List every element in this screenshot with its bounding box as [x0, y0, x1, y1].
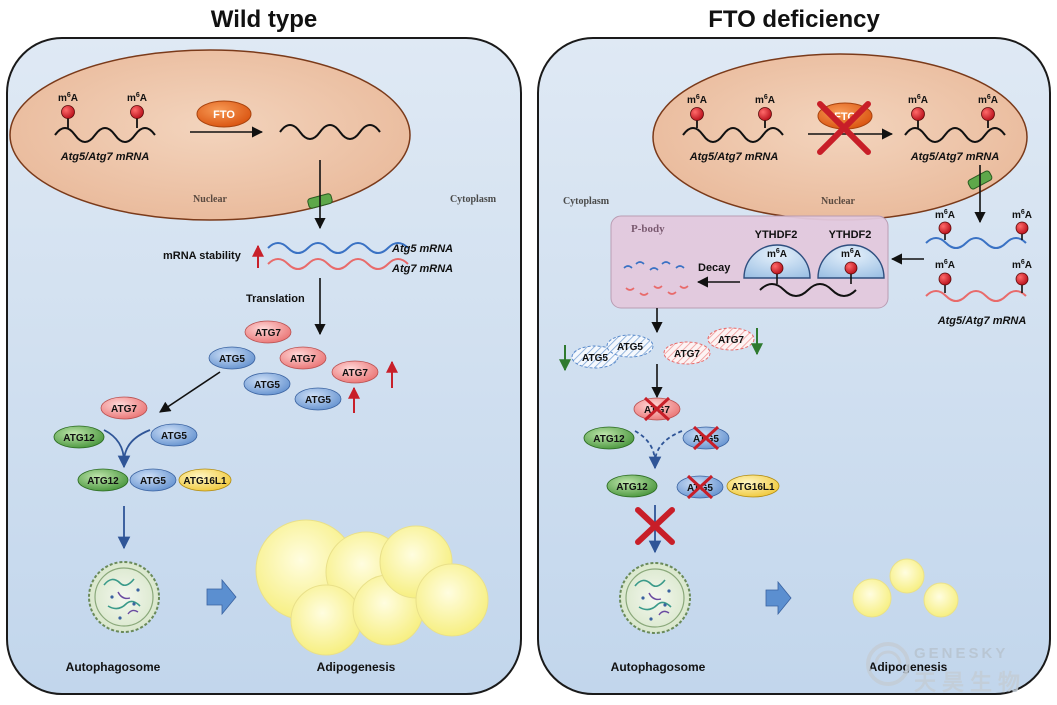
fto-def-mrna-label: Atg5/Atg7 mRNA: [689, 151, 779, 163]
fto-deficiency-title: FTO deficiency: [708, 6, 880, 33]
fto-def-autophagosome: [619, 562, 691, 634]
m6a-mark: [130, 105, 144, 119]
fto-def-nuclear-label: Nuclear: [821, 196, 855, 207]
m6a-label: m6A: [841, 248, 861, 260]
atg7-protein: ATG7: [111, 404, 137, 415]
autophagy-block-cross-icon: [635, 507, 675, 545]
wild-demethylated-mrna: [279, 124, 381, 140]
fto-def-cytoplasm-label: Cytoplasm: [563, 196, 610, 207]
bound-mrna: [759, 283, 857, 297]
wild-autophagosome: [88, 561, 160, 633]
wild-cytoplasm-label: Cytoplasm: [450, 194, 497, 205]
methylated-atg5-mrna: [925, 237, 1027, 249]
m6a-mark: [981, 107, 995, 121]
m6a-mark: [770, 261, 784, 275]
wild-nucleus: [9, 49, 411, 221]
ythdf2-reader: [743, 244, 811, 279]
m6a-label: m6A: [755, 94, 775, 106]
wild-methylated-mrna: [54, 127, 156, 143]
watermark-chinese: 天昊生物: [914, 670, 1026, 695]
ythdf2-reader: [817, 244, 885, 279]
fto-def-progression-arrow: [765, 580, 792, 616]
ythdf2-label: YTHDF2: [829, 229, 872, 241]
atg12-protein: ATG12: [63, 433, 95, 444]
atg7-mrna-label: Atg7 mRNA: [391, 263, 453, 275]
m6a-label: m6A: [908, 94, 928, 106]
fto-def-autophagosome-label: Autophagosome: [611, 660, 706, 674]
atg12-protein: ATG12: [616, 482, 648, 493]
m6a-mark: [911, 107, 925, 121]
wild-mrna-label: Atg5/Atg7 mRNA: [60, 151, 150, 163]
atg7-protein: ATG7: [255, 328, 281, 339]
m6a-mark: [938, 272, 952, 286]
fto-def-methylated-mrna: [682, 127, 784, 143]
atg5-cross-icon: [692, 425, 720, 451]
m6a-mark: [1015, 272, 1029, 286]
atg5-mrna-strand: [267, 242, 409, 254]
degraded-mrna-fragments: [623, 261, 689, 296]
atg5-protein: ATG5: [254, 380, 280, 391]
m6a-mark: [844, 261, 858, 275]
wild-progression-arrow: [206, 578, 237, 616]
atg16l1-protein: ATG16L1: [183, 476, 227, 487]
translation-label: Translation: [246, 293, 305, 305]
m6a-mark: [758, 107, 772, 121]
atg7-protein: ATG7: [342, 368, 368, 379]
atg5-protein-reduced: ATG5: [617, 342, 643, 353]
m6a-label: m6A: [1012, 209, 1032, 221]
atg7-mrna-strand: [267, 258, 409, 270]
m6a-mark: [61, 105, 75, 119]
wild-adipocytes: [255, 519, 489, 656]
m6a-label: m6A: [935, 259, 955, 271]
atg7-protein-reduced: ATG7: [674, 349, 700, 360]
fto-def-mrna-label: Atg5/Atg7 mRNA: [910, 151, 1000, 163]
atg7-protein: ATG7: [290, 354, 316, 365]
watermark-brand: GENESKY: [914, 645, 1008, 662]
m6a-label: m6A: [935, 209, 955, 221]
atg5-protein: ATG5: [161, 431, 187, 442]
wild-autophagosome-label: Autophagosome: [66, 660, 161, 674]
m6a-label: m6A: [978, 94, 998, 106]
fto-def-cyto-mrna-label: Atg5/Atg7 mRNA: [937, 315, 1027, 327]
methylated-atg7-mrna: [925, 290, 1027, 302]
fto-def-methylated-mrna: [904, 127, 1006, 143]
wild-type-title: Wild type: [211, 6, 317, 33]
atg5-protein: ATG5: [140, 476, 166, 487]
decay-label: Decay: [698, 262, 731, 274]
m6a-label: m6A: [767, 248, 787, 260]
wild-adipogenesis-label: Adipogenesis: [317, 660, 396, 674]
p-body-label: P-body: [631, 223, 665, 235]
fto-cross-icon: [817, 101, 871, 155]
atg5-protein: ATG5: [219, 354, 245, 365]
m6a-label: m6A: [1012, 259, 1032, 271]
wild-fto-enzyme: [196, 100, 252, 128]
atg7-protein-reduced: ATG7: [718, 335, 744, 346]
atg16l1-protein: ATG16L1: [731, 482, 775, 493]
m6a-label: m6A: [687, 94, 707, 106]
atg5-mrna-label: Atg5 mRNA: [391, 243, 453, 255]
m6a-label: m6A: [127, 92, 147, 104]
m6a-mark: [1015, 221, 1029, 235]
atg5-protein: ATG5: [305, 395, 331, 406]
m6a-label: m6A: [58, 92, 78, 104]
blocked-conjugation-curve: [654, 430, 683, 464]
wild-fto-label: FTO: [213, 109, 235, 121]
atg12-protein: ATG12: [593, 434, 625, 445]
fto-def-adipocytes: [852, 558, 959, 618]
m6a-mark: [938, 221, 952, 235]
atg12-protein: ATG12: [87, 476, 119, 487]
atg7-cross-icon: [643, 396, 671, 422]
wild-nuclear-label: Nuclear: [193, 194, 227, 205]
mrna-stability-label: mRNA stability: [163, 250, 242, 262]
atg5-protein-reduced: ATG5: [582, 353, 608, 364]
ythdf2-label: YTHDF2: [755, 229, 798, 241]
conjugation-arrow: [159, 371, 221, 413]
atg5-cross-icon: [686, 474, 714, 500]
genesky-watermark: GENESKY 天昊生物: [866, 642, 1026, 695]
m6a-mark: [690, 107, 704, 121]
